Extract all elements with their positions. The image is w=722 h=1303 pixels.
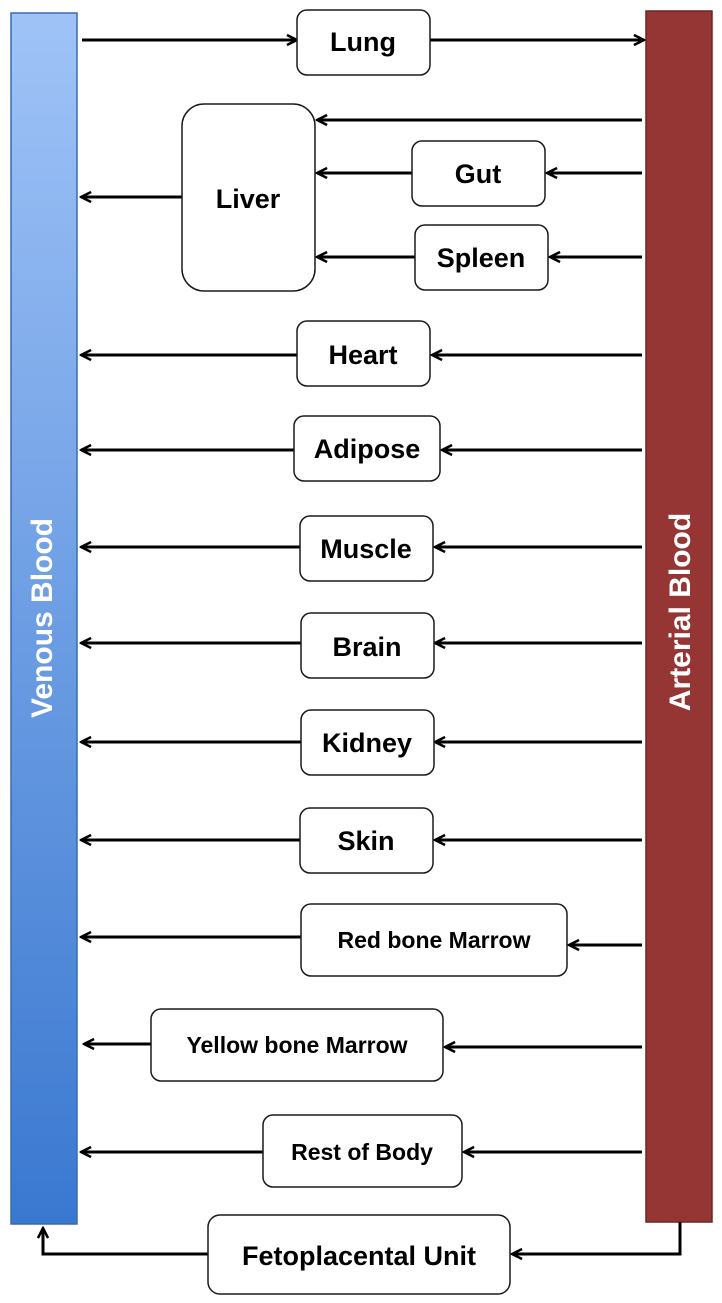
organ-label-heart: Heart — [328, 340, 397, 370]
organ-red-bone-marrow: Red bone Marrow — [300, 903, 568, 977]
flow-arrows — [43, 40, 682, 1256]
organ-box-kidney — [300, 709, 435, 776]
organ-label-yellow-bone-marrow: Yellow bone Marrow — [186, 1032, 407, 1058]
organ-box-heart — [296, 320, 431, 387]
organ-brain: Brain — [300, 612, 435, 679]
organ-label-kidney: Kidney — [322, 728, 412, 758]
organ-box-lung — [296, 9, 431, 76]
organ-label-red-bone-marrow: Red bone Marrow — [338, 927, 531, 953]
organ-box-muscle — [299, 515, 434, 582]
organ-label-rest-of-body: Rest of Body — [291, 1139, 433, 1165]
organ-yellow-bone-marrow: Yellow bone Marrow — [150, 1008, 444, 1082]
organ-label-skin: Skin — [337, 826, 394, 856]
organ-label-fetoplacental-unit: Fetoplacental Unit — [242, 1241, 476, 1271]
organ-label-spleen: Spleen — [437, 243, 526, 273]
flow-arterial-to-fetoplacental — [512, 1222, 682, 1254]
organ-spleen: Spleen — [414, 224, 549, 291]
organ-box-fetoplacental-unit — [207, 1214, 511, 1295]
organ-muscle: Muscle — [299, 515, 434, 582]
organ-label-gut: Gut — [455, 159, 502, 189]
organ-kidney: Kidney — [300, 709, 435, 776]
organ-label-muscle: Muscle — [320, 534, 412, 564]
organ-box-spleen — [414, 224, 549, 291]
organ-adipose: Adipose — [293, 415, 441, 482]
organ-label-brain: Brain — [332, 632, 401, 662]
organ-box-red-bone-marrow — [300, 903, 568, 977]
organ-label-liver: Liver — [216, 184, 281, 214]
arterial-blood-compartment: Arterial Blood — [645, 10, 713, 1223]
organ-box-skin — [299, 807, 434, 874]
organ-skin: Skin — [299, 807, 434, 874]
arterial-blood-label: Arterial Blood — [664, 513, 697, 711]
flow-fetoplacental-to-venous — [43, 1228, 208, 1256]
organ-lung: Lung — [296, 9, 431, 76]
venous-blood-compartment: Venous Blood — [10, 12, 78, 1225]
organ-heart: Heart — [296, 320, 431, 387]
venous-blood-bar — [10, 12, 78, 1225]
organ-box-yellow-bone-marrow — [150, 1008, 444, 1082]
organ-box-gut — [411, 140, 546, 207]
organ-gut: Gut — [411, 140, 546, 207]
organ-rest-of-body: Rest of Body — [262, 1114, 463, 1188]
organ-box-adipose — [293, 415, 441, 482]
organ-label-adipose: Adipose — [314, 434, 421, 464]
arterial-blood-bar — [645, 10, 713, 1223]
organ-compartments: Lung Liver Gut Spleen Heart Adipose Musc… — [150, 9, 568, 1295]
organ-liver: Liver — [181, 103, 316, 292]
organ-box-rest-of-body — [262, 1114, 463, 1188]
organ-box-brain — [300, 612, 435, 679]
organ-box-liver — [181, 103, 316, 292]
organ-label-lung: Lung — [330, 27, 396, 57]
venous-blood-label: Venous Blood — [26, 518, 59, 718]
organ-fetoplacental-unit: Fetoplacental Unit — [207, 1214, 511, 1295]
